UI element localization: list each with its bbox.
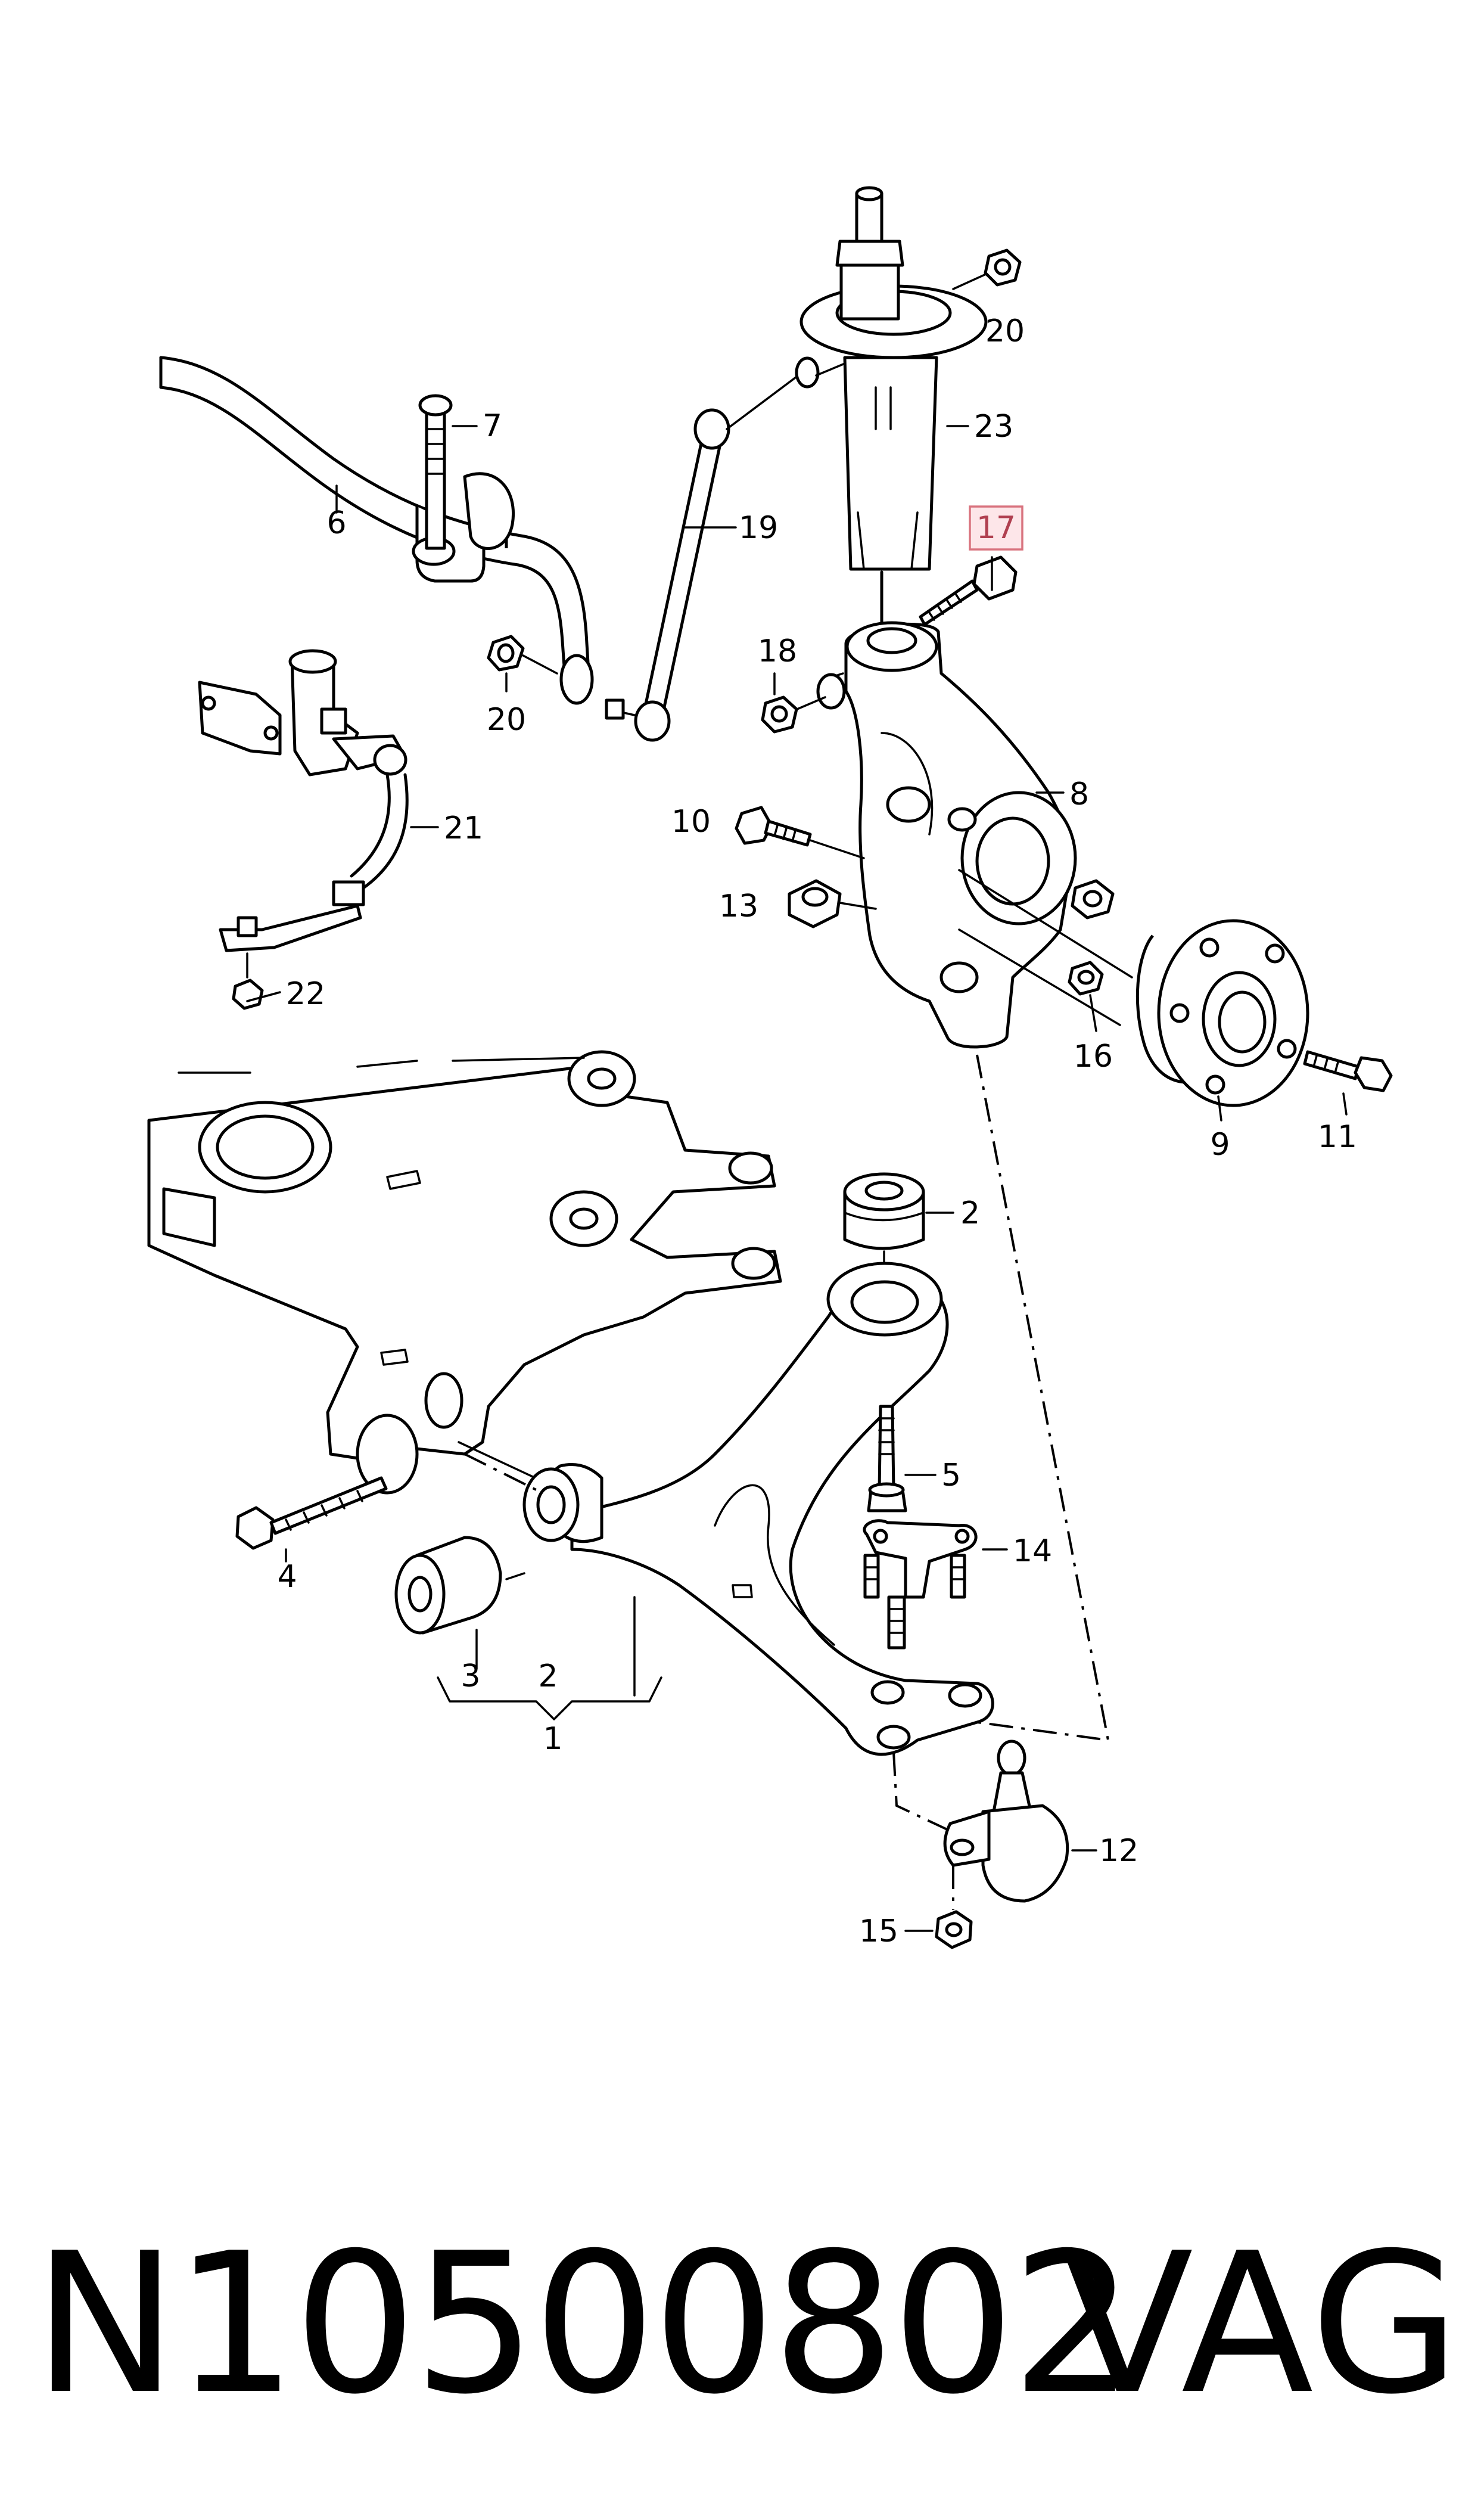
callout-18: 18 (758, 633, 797, 669)
callout-15: 15 (859, 1914, 898, 1949)
suspension-exploded-diagram: 6 7 19 23 20 20 17 18 8 10 13 16 9 11 21… (147, 186, 1393, 1949)
subframe (147, 1050, 782, 1495)
callout-22: 22 (286, 976, 325, 1012)
callout-12: 12 (1099, 1833, 1138, 1869)
bush-2-upper (843, 1172, 954, 1288)
wheel-hub (958, 869, 1309, 1107)
footer: N10500802 VAG (0, 2199, 1484, 2449)
steering-knuckle (816, 621, 1077, 1049)
nut-20-left (487, 635, 558, 675)
nut-18 (761, 695, 826, 734)
stabilizer-clamp (412, 394, 515, 583)
bolt-10 (735, 806, 865, 859)
level-sensor (198, 649, 439, 1010)
shock-absorber (799, 186, 988, 628)
callout-23: 23 (974, 409, 1013, 445)
callout-2-bush: 2 (960, 1195, 980, 1231)
highlight-box-17 (969, 505, 1023, 551)
callout-10: 10 (671, 804, 711, 840)
nut-13 (788, 879, 877, 928)
stabilizer-bar (159, 356, 594, 705)
callout-6: 6 (326, 505, 346, 541)
bolt-5 (867, 1405, 937, 1512)
bush-front (522, 1463, 603, 1543)
coupling-rod (605, 356, 820, 742)
callout-14: 14 (1013, 1533, 1052, 1569)
brand-name: VAG (1061, 2211, 1460, 2437)
callout-16: 16 (1074, 1039, 1113, 1074)
hub-bolt-11 (1303, 1050, 1393, 1092)
callout-21: 21 (444, 810, 483, 846)
callout-8: 8 (1069, 776, 1089, 812)
callout-19: 19 (739, 510, 778, 546)
plate-14 (863, 1519, 1008, 1650)
part-number: N10500802 (33, 2211, 1134, 2437)
callout-7: 7 (483, 408, 502, 444)
callout-3: 3 (461, 1658, 480, 1694)
top-mount-nut-20 (952, 249, 1022, 290)
bolt-17 (919, 555, 1018, 626)
callout-20-left: 20 (487, 702, 526, 738)
callout-5: 5 (941, 1458, 961, 1493)
callout-9: 9 (1210, 1127, 1230, 1163)
callout-4: 4 (277, 1559, 297, 1595)
callout-20-top: 20 (985, 313, 1025, 349)
callout-2-arm: 2 (538, 1658, 558, 1694)
callout-17: 17 (976, 510, 1016, 546)
bush-3 (394, 1536, 525, 1635)
callout-1: 1 (543, 1721, 562, 1757)
callout-11: 11 (1318, 1119, 1357, 1155)
nut-15 (904, 1910, 973, 1949)
callout-13: 13 (719, 889, 758, 924)
ball-joint-12 (943, 1740, 1097, 1903)
bolt-4 (235, 1476, 388, 1550)
nut-16 (1068, 879, 1115, 996)
control-arm (570, 1262, 994, 1756)
leader-lines (246, 425, 1348, 1563)
